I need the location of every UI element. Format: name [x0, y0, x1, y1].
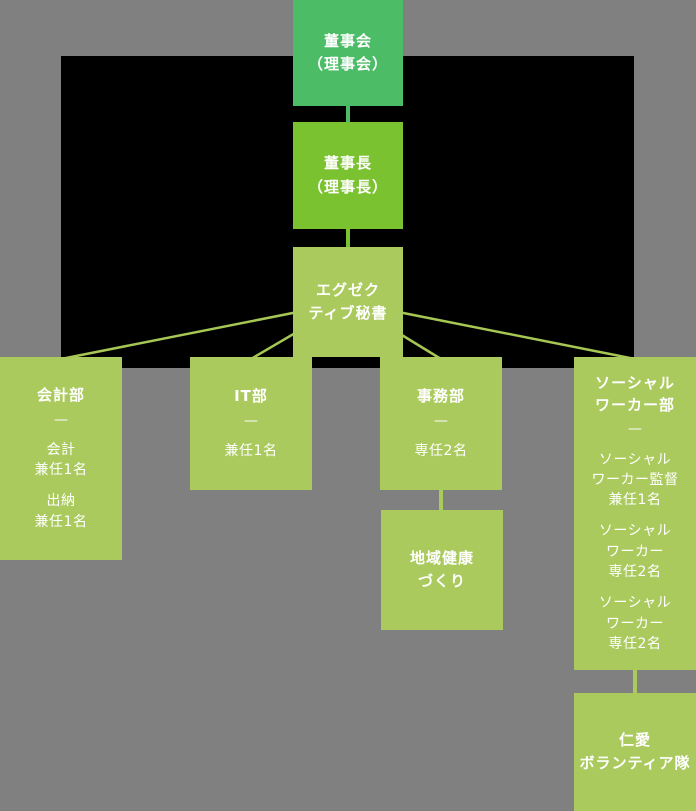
node-chairman: 董事長 （理事長）: [293, 122, 403, 229]
node-label: 仁愛 ボランティア隊: [579, 730, 691, 772]
dept-staff-item: ソーシャル ワーカー 専任2名: [598, 523, 672, 580]
node-it-dept: IT部 — 兼任1名: [190, 357, 312, 490]
dept-separator: —: [244, 412, 258, 429]
dept-staff-item: 兼任1名: [224, 442, 278, 459]
dept-staff-item: 専任2名: [414, 442, 468, 459]
node-volunteer-corps: 仁愛 ボランティア隊: [574, 693, 696, 811]
dept-separator: —: [628, 421, 642, 438]
node-community-health: 地域健康 づくり: [381, 510, 503, 630]
node-label: 董事長 （理事長）: [307, 154, 388, 196]
dept-title: IT部: [234, 386, 268, 405]
dept-title: 会計部: [36, 385, 85, 404]
node-social-worker-dept: ソーシャル ワーカー部 — ソーシャル ワーカー監督 兼任1名 ソーシャル ワー…: [574, 357, 696, 670]
node-board-of-directors: 董事会 （理事会）: [293, 0, 403, 106]
dept-staff-item: 会計 兼任1名: [34, 441, 88, 479]
dept-staff-item: ソーシャル ワーカー監督 兼任1名: [591, 451, 679, 509]
dept-separator: —: [434, 412, 448, 429]
node-administration-dept: 事務部 — 専任2名: [380, 357, 502, 490]
dept-title: ソーシャル ワーカー部: [594, 373, 675, 414]
node-accounting-dept: 会計部 — 会計 兼任1名 出納 兼任1名: [0, 357, 122, 560]
dept-separator: —: [54, 411, 68, 428]
dept-staff-item: 出納 兼任1名: [34, 493, 88, 530]
node-label: エグゼク ティブ秘書: [308, 280, 388, 322]
node-executive-secretary: エグゼク ティブ秘書: [293, 247, 403, 357]
node-label: 地域健康 づくり: [409, 548, 474, 590]
node-label: 董事会 （理事会）: [307, 31, 388, 73]
dept-title: 事務部: [416, 386, 465, 405]
dept-staff-item: ソーシャル ワーカー 専任2名: [598, 595, 672, 652]
